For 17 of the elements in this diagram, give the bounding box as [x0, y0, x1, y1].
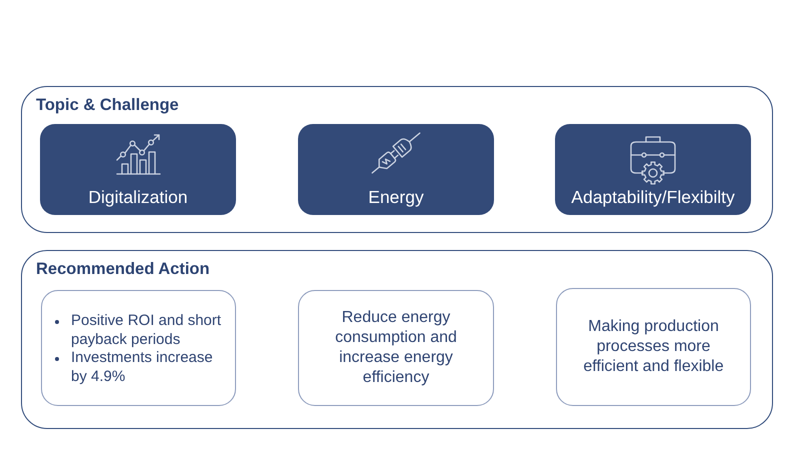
topic-card: [298, 124, 494, 215]
bullet-text: Positive ROI and short payback periods: [71, 312, 222, 349]
action-card: [556, 288, 751, 406]
panel-heading: Recommended Action: [36, 259, 210, 279]
section-panel: [21, 250, 773, 429]
section-panel: [21, 86, 773, 233]
action-text: Making production processes more efficient and flexible: [582, 317, 725, 377]
action-card: [298, 290, 494, 406]
topic-card: [555, 124, 751, 215]
action-card: [41, 290, 236, 406]
action-text: Reduce energy consumption and increase energy efficiency: [334, 308, 458, 388]
card-label: Adaptability/Flexibilty: [570, 187, 736, 208]
bullet-text: Investments increase by 4.9%: [71, 349, 214, 386]
card-label: Digitalization: [87, 187, 189, 208]
panel-heading: Topic & Challenge: [36, 95, 179, 115]
topic-card: [40, 124, 236, 215]
card-label: Energy: [367, 187, 425, 208]
